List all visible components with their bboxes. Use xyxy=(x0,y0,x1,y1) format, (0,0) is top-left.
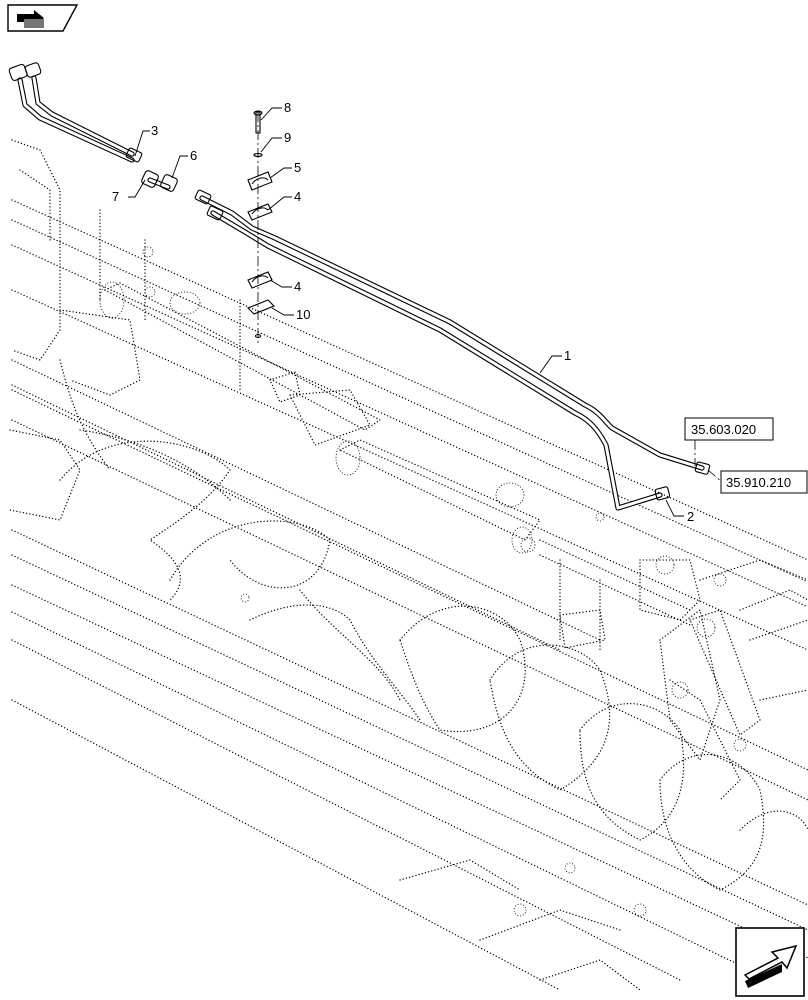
callout-5: 5 xyxy=(294,160,301,175)
reference-label: 35.910.210 xyxy=(726,475,791,490)
auger xyxy=(11,359,808,891)
clamp-stack xyxy=(247,110,275,345)
callout-2: 2 xyxy=(687,509,694,524)
leader-lines xyxy=(128,107,723,517)
reference-box-35-603-020[interactable]: 35.603.020 xyxy=(684,417,774,441)
callouts: 1 2 3 4 4 5 6 7 8 9 10 xyxy=(112,100,694,524)
tube-assembly xyxy=(8,62,711,511)
reference-label: 35.603.020 xyxy=(691,422,756,437)
callout-10: 10 xyxy=(296,307,310,322)
callout-4-upper: 4 xyxy=(294,189,301,204)
fittings xyxy=(141,170,178,192)
navigation-arrow-icon[interactable] xyxy=(7,4,79,32)
header-frame xyxy=(9,139,808,991)
reference-box-35-910-210[interactable]: 35.910.210 xyxy=(720,470,808,494)
callout-9: 9 xyxy=(284,130,291,145)
hydraulic-cylinders xyxy=(99,281,808,801)
callout-8: 8 xyxy=(284,100,291,115)
callout-7: 7 xyxy=(112,189,119,204)
callout-1: 1 xyxy=(564,348,571,363)
callout-3: 3 xyxy=(151,123,158,138)
callout-6: 6 xyxy=(190,148,197,163)
callout-4-lower: 4 xyxy=(294,279,301,294)
orientation-arrow-icon[interactable] xyxy=(735,927,805,997)
